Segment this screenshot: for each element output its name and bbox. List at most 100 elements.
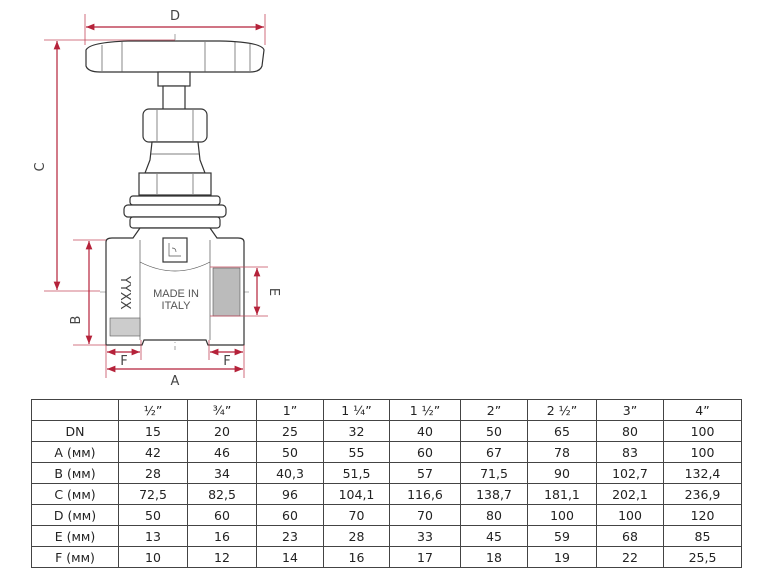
right-thread [212, 267, 241, 317]
dimension-e-label: E [266, 288, 281, 296]
table-cell: 181,1 [527, 483, 597, 505]
row-label: B (мм) [31, 462, 119, 484]
table-cell: 80 [460, 504, 528, 526]
column-header: 1 ½” [389, 399, 461, 421]
table-cell: 28 [118, 462, 188, 484]
table-cell: 60 [256, 504, 324, 526]
table-cell: 71,5 [460, 462, 528, 484]
dimension-f-right: F [208, 340, 245, 378]
table-cell: 15 [118, 420, 188, 442]
dimension-c: C [33, 39, 175, 292]
valve-body: YYXX MADE IN ITALY [105, 227, 245, 346]
table-cell: 40,3 [256, 462, 324, 484]
bonnet-flange [123, 195, 227, 229]
table-cell: 100 [596, 504, 664, 526]
table-cell: 72,5 [118, 483, 188, 505]
dimension-f-right-label: F [223, 354, 230, 369]
left-thread [109, 317, 141, 337]
column-header: 3” [596, 399, 664, 421]
table-cell: 23 [256, 525, 324, 547]
dimension-a-label: A [171, 374, 180, 389]
table-cell: 85 [663, 525, 742, 547]
table-cell: 102,7 [596, 462, 664, 484]
column-header: 4” [663, 399, 742, 421]
table-cell: 16 [323, 546, 390, 568]
table-cell: 100 [663, 420, 742, 442]
table-cell: 50 [460, 420, 528, 442]
dimension-e: E [210, 266, 281, 317]
table-cell: 70 [323, 504, 390, 526]
column-header: 1” [256, 399, 324, 421]
row-label: DN [31, 420, 119, 442]
table-cell: 13 [118, 525, 188, 547]
table-cell: 65 [527, 420, 597, 442]
dimension-f-left: F [105, 340, 142, 378]
table-cell: 17 [389, 546, 461, 568]
table-cell: 51,5 [323, 462, 390, 484]
table-cell: 33 [389, 525, 461, 547]
table-cell: 83 [596, 441, 664, 463]
table-cell: 82,5 [187, 483, 257, 505]
stem [157, 71, 191, 111]
table-cell: 138,7 [460, 483, 528, 505]
dimension-f-left-label: F [120, 354, 127, 369]
table-cell: 90 [527, 462, 597, 484]
table-cell: 34 [187, 462, 257, 484]
table-cell: 68 [596, 525, 664, 547]
table-cell: 100 [527, 504, 597, 526]
table-cell: 22 [596, 546, 664, 568]
bonnet-nut [138, 172, 212, 196]
dimension-a: A [107, 365, 243, 389]
bonnet-neck [144, 141, 206, 174]
body-marking-line1: MADE IN [153, 288, 199, 300]
table-cell: 70 [389, 504, 461, 526]
table-cell: 132,4 [663, 462, 742, 484]
table-corner-cell [31, 399, 119, 421]
table-cell: 120 [663, 504, 742, 526]
row-label: A (мм) [31, 441, 119, 463]
table-cell: 202,1 [596, 483, 664, 505]
table-cell: 12 [187, 546, 257, 568]
table-cell: 16 [187, 525, 257, 547]
table-cell: 67 [460, 441, 528, 463]
table-cell: 96 [256, 483, 324, 505]
table-cell: 60 [389, 441, 461, 463]
size-marking: YYXX [117, 275, 132, 310]
table-cell: 18 [460, 546, 528, 568]
table-cell: 59 [527, 525, 597, 547]
table-cell: 100 [663, 441, 742, 463]
table-cell: 104,1 [323, 483, 390, 505]
column-header: ¾” [187, 399, 257, 421]
table-cell: 50 [118, 504, 188, 526]
table-cell: 40 [389, 420, 461, 442]
table-cell: 57 [389, 462, 461, 484]
table-cell: 25 [256, 420, 324, 442]
handwheel [85, 40, 265, 73]
packing-nut [142, 108, 208, 143]
table-cell: 42 [118, 441, 188, 463]
table-cell: 45 [460, 525, 528, 547]
table-cell: 46 [187, 441, 257, 463]
brand-logo [162, 237, 188, 263]
column-header: 2” [460, 399, 528, 421]
dimension-d-label: D [170, 9, 180, 24]
row-label: D (мм) [31, 504, 119, 526]
row-label: F (мм) [31, 546, 119, 568]
table-cell: 20 [187, 420, 257, 442]
table-cell: 10 [118, 546, 188, 568]
column-header: ½” [118, 399, 188, 421]
table-cell: 55 [323, 441, 390, 463]
dimension-b: B [69, 239, 106, 346]
dimension-d: D [84, 9, 266, 45]
table-cell: 80 [596, 420, 664, 442]
table-cell: 19 [527, 546, 597, 568]
table-cell: 28 [323, 525, 390, 547]
